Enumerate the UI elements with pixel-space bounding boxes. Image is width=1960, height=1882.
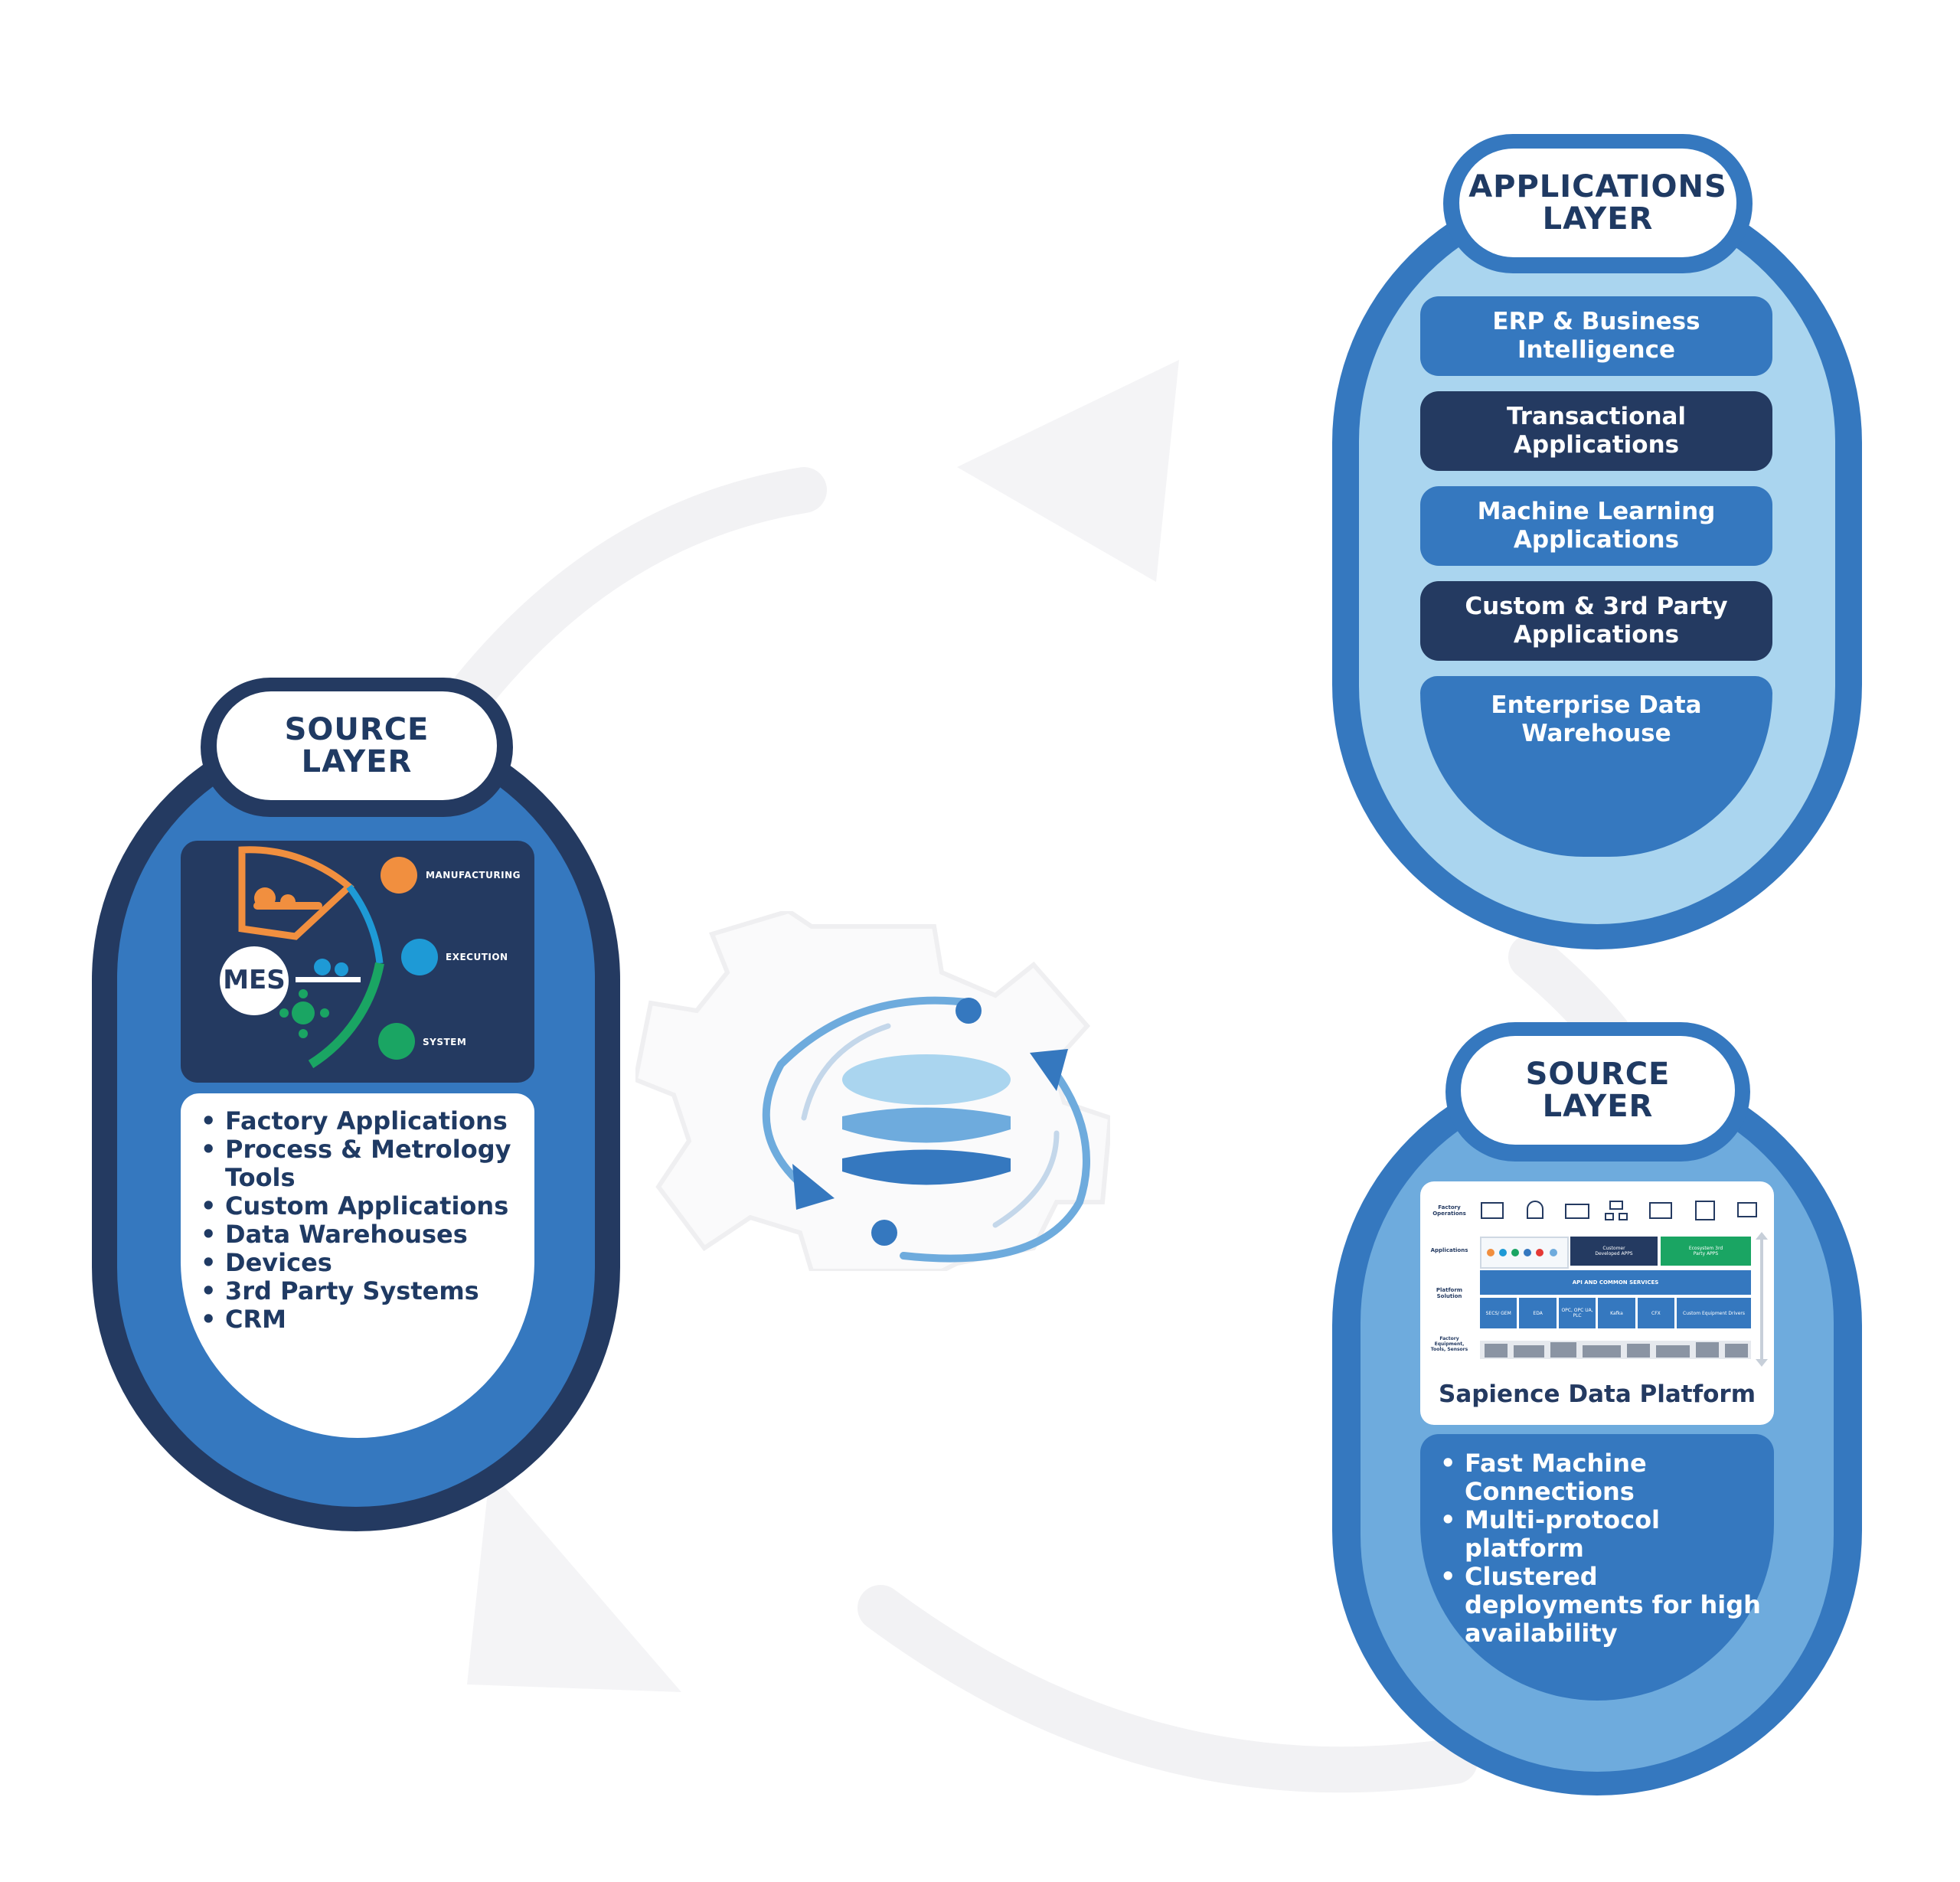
driver-box: Custom Equipment Drivers xyxy=(1677,1298,1751,1328)
row-label-factory-equipment: Factory Equipment, Tools, Sensors xyxy=(1430,1336,1468,1352)
cycle-arrowhead-bottom xyxy=(467,1470,681,1692)
list-item: 3rd Party Systems xyxy=(201,1277,522,1306)
document-icon xyxy=(1695,1201,1715,1220)
mes-label: MES xyxy=(223,965,286,995)
list-item: Fast Machine Connections xyxy=(1440,1449,1769,1506)
database-icon xyxy=(842,1054,1011,1185)
source-layer-left-list-card: Factory Applications Process & Metrology… xyxy=(181,1093,534,1438)
tray-icon xyxy=(1565,1204,1589,1219)
execution-dot xyxy=(401,939,438,975)
row-label-platform-solution: Platform Solution xyxy=(1436,1287,1463,1299)
customer-apps-box: Customer Developed APPS xyxy=(1570,1237,1658,1266)
apps-icons-box xyxy=(1480,1237,1569,1269)
list-item: Process & Metrology Tools xyxy=(201,1135,522,1192)
chart-icon xyxy=(1481,1202,1504,1219)
gear-icon xyxy=(253,887,322,910)
api-bar: API AND COMMON SERVICES xyxy=(1480,1270,1751,1295)
source-layer-left-list: Factory Applications Process & Metrology… xyxy=(201,1107,522,1335)
system-dot xyxy=(378,1023,415,1060)
list-item: Factory Applications xyxy=(201,1107,522,1136)
database-sync-graphic xyxy=(762,996,1090,1263)
list-item: Multi-protocol platform xyxy=(1440,1506,1769,1563)
api-label: API AND COMMON SERVICES xyxy=(1572,1279,1659,1286)
app-icons xyxy=(1487,1249,1557,1256)
mes-manufacturing-label: MANUFACTURING xyxy=(426,870,521,881)
bell-icon xyxy=(1527,1201,1544,1219)
source-layer-right-list: Fast Machine Connections Multi-protocol … xyxy=(1440,1449,1769,1648)
list-item: Devices xyxy=(201,1249,522,1278)
manufacturing-dot xyxy=(381,857,417,894)
drivers-row: SECS/ GEM EDA OPC, OPC UA, PLC Kafka CFX… xyxy=(1480,1298,1751,1328)
list-item: Data Warehouses xyxy=(201,1220,522,1250)
ecosystem-apps-box: Ecosystem 3rd Party APPS xyxy=(1661,1237,1751,1266)
driver-box: OPC, OPC UA, PLC xyxy=(1558,1298,1596,1328)
customer-apps-label: Customer Developed APPS xyxy=(1595,1246,1633,1256)
list-item: Clustered deployments for high availabil… xyxy=(1440,1563,1769,1648)
ecosystem-apps-label: Ecosystem 3rd Party APPS xyxy=(1688,1246,1723,1256)
circular-arrows-icon xyxy=(762,996,1090,1263)
platform-card: Factory Operations Applications Platform… xyxy=(1420,1181,1774,1425)
cycle-arrowhead-top xyxy=(957,360,1179,582)
equipment-icons xyxy=(1480,1341,1751,1359)
mes-diagram xyxy=(220,846,438,1069)
gear-icon xyxy=(314,959,348,976)
driver-box: Kafka xyxy=(1598,1298,1635,1328)
row-label-factory-operations: Factory Operations xyxy=(1432,1204,1466,1217)
network-icon xyxy=(1609,1201,1623,1210)
monitor-icon xyxy=(1649,1202,1672,1219)
source-layer-right-list-card: Fast Machine Connections Multi-protocol … xyxy=(1420,1434,1774,1701)
platform-caption: Sapience Data Platform xyxy=(1439,1380,1756,1408)
mes-system-label: SYSTEM xyxy=(423,1037,467,1047)
driver-box: EDA xyxy=(1519,1298,1557,1328)
row-label-applications: Applications xyxy=(1430,1247,1468,1253)
network-icon xyxy=(279,989,329,1038)
driver-box: SECS/ GEM xyxy=(1480,1298,1517,1328)
mes-panel: MES MANUFACTURING EXECUTION SYSTEM xyxy=(181,841,534,1083)
list-item: CRM xyxy=(201,1305,522,1335)
list-item: Custom Applications xyxy=(201,1192,522,1221)
mes-execution-label: EXECUTION xyxy=(446,952,508,962)
driver-box: CFX xyxy=(1637,1298,1675,1328)
chat-icon xyxy=(1737,1202,1757,1217)
side-arrow-icon xyxy=(1756,1232,1768,1367)
factory-operations-icons xyxy=(1481,1201,1757,1220)
